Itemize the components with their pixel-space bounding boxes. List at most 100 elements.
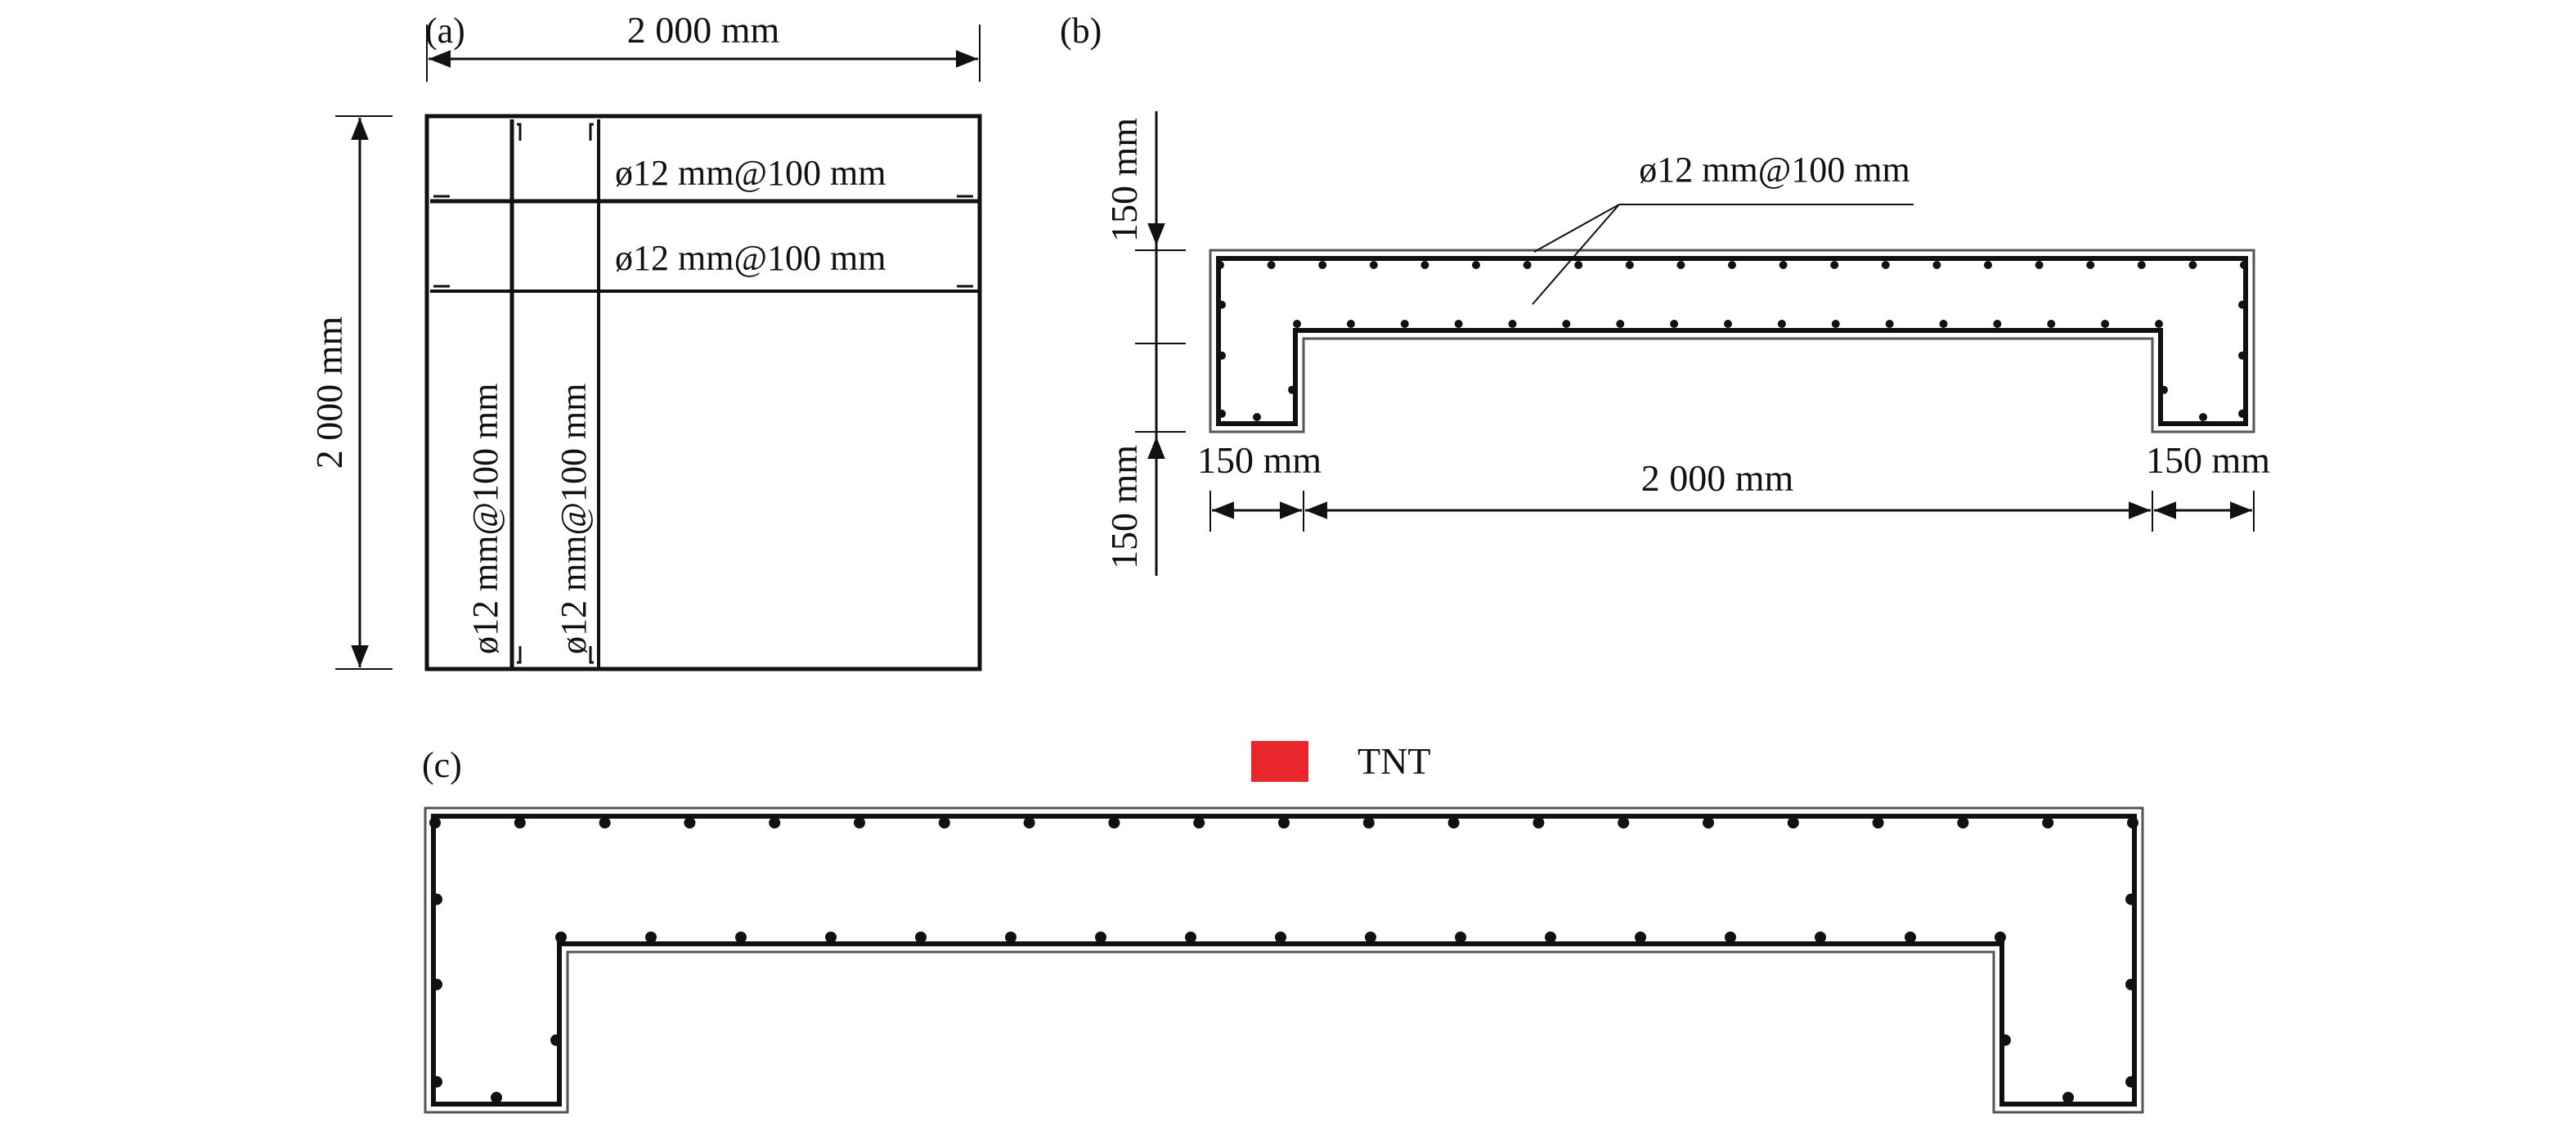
rebar-dot: [1703, 817, 1714, 828]
rebar-dot: [1562, 320, 1571, 328]
concrete-outline: [424, 806, 2144, 1114]
rebar-dot: [2127, 817, 2138, 828]
rebar-dot: [1523, 261, 1532, 269]
rebar-dot: [514, 817, 526, 828]
rebar-dot: [1993, 320, 2002, 328]
rebar-cage: [1216, 256, 2248, 426]
rebar-dot: [555, 932, 567, 943]
rebar-dot: [2240, 261, 2248, 269]
rebar-dot: [1957, 817, 1969, 828]
rebar-cage: [431, 814, 2137, 1107]
rebar-dot: [1095, 932, 1106, 943]
rebar-dot: [1318, 261, 1327, 269]
rebar-dot: [645, 932, 657, 943]
rebar-dot: [1293, 320, 1301, 328]
rebar-dot: [1574, 261, 1583, 269]
rebar-dot: [431, 978, 442, 990]
rebar-dot: [769, 817, 781, 828]
rebar-dot: [1787, 817, 1799, 828]
rebar-dot: [915, 932, 927, 943]
width-dimension: 2 000 mm: [627, 9, 780, 51]
rebar-dot: [1253, 413, 1261, 421]
rebar-note: ø12 mm@100 mm: [1639, 150, 1910, 190]
section-b: [1209, 249, 2255, 433]
rebar-dot: [431, 1075, 442, 1088]
section-c: [424, 806, 2144, 1114]
rebar-label-v2: ø12 mm@100 mm: [554, 384, 594, 654]
rebar-dot: [1830, 261, 1839, 269]
rebar-dot: [2086, 261, 2095, 269]
rebar-dot: [2155, 320, 2163, 328]
rebar-dot: [2125, 893, 2137, 905]
rebar-dot: [1625, 261, 1634, 269]
rebar-dot: [2062, 1092, 2074, 1103]
panel-b-label: (b): [1060, 11, 1102, 51]
panel-a-label: (a): [425, 11, 465, 51]
rebar-dot: [1218, 300, 1226, 309]
rebar-dot: [1724, 320, 1732, 328]
rebar-dot: [2199, 413, 2207, 421]
left-leg-width-dimension: 150 mm: [1197, 439, 1322, 481]
rebar-label-v1: ø12 mm@100 mm: [465, 384, 505, 654]
right-leg-width-dimension: 150 mm: [2146, 439, 2270, 481]
rebar-dot: [1005, 932, 1016, 943]
tnt-legend-label: TNT: [1358, 740, 1430, 782]
rebar-dot: [735, 932, 747, 943]
rebar-dot: [1984, 261, 1992, 269]
rebar-dot: [1108, 817, 1120, 828]
rebar-dot: [854, 817, 865, 828]
rebar-label-h2: ø12 mm@100 mm: [615, 238, 886, 278]
rebar-dot: [1725, 932, 1736, 943]
rebar-dot: [2125, 1075, 2137, 1088]
rebar-dot: [1932, 261, 1941, 269]
rebar-dot: [1676, 261, 1685, 269]
rebar-dot: [2238, 351, 2246, 360]
rebar-dot: [1635, 932, 1646, 943]
rebar-dot: [2042, 817, 2054, 828]
rebar-dot: [2137, 261, 2146, 269]
panel-c: (c) TNT: [422, 740, 2144, 1114]
rebar-dot: [684, 817, 696, 828]
rebar-dot: [1508, 320, 1517, 328]
tnt-legend-swatch: [1251, 741, 1308, 782]
slab-plan: [424, 114, 982, 671]
rebar-dot: [1728, 261, 1736, 269]
concrete-outline: [1209, 249, 2255, 433]
rebar-dot: [938, 817, 950, 828]
top-thickness-dimension: 150 mm: [1103, 118, 1145, 242]
leg-height-dimension: 150 mm: [1103, 445, 1145, 569]
rebar-dot: [1533, 817, 1545, 828]
rebar-dot: [2047, 320, 2056, 328]
rebar-dot: [1454, 320, 1463, 328]
panel-c-label: (c): [422, 745, 462, 785]
rebar-dot: [1420, 261, 1429, 269]
rebar-dot: [1218, 409, 1226, 418]
panel-b: (b) 150 mm 150 mm ø12 mm@100 mm 150 mm 2…: [1060, 11, 2270, 576]
rebar-dot: [2238, 409, 2246, 418]
rebar-dot: [1995, 932, 2006, 943]
rebar-dot: [1618, 817, 1630, 828]
rebar-dot: [1885, 320, 1894, 328]
rebar-dot: [1023, 817, 1035, 828]
rebar-dot: [1472, 261, 1480, 269]
rebar-dot: [1365, 932, 1376, 943]
rebar-dot: [491, 1092, 502, 1103]
rebar-dot: [2035, 261, 2044, 269]
rebar-dot: [1362, 817, 1375, 828]
rebar-dot: [1455, 932, 1466, 943]
rebar-dot: [1267, 261, 1276, 269]
rebar-dot: [1777, 320, 1786, 328]
panel-a: (a) 2 000 mm 2 000 mm ø12 mm@100 mm ø12 …: [308, 9, 982, 671]
rebar-dot: [1288, 385, 1296, 394]
rebar-label-h1: ø12 mm@100 mm: [615, 153, 886, 193]
rebar-dot: [1193, 817, 1205, 828]
rebar-dot: [2160, 385, 2168, 394]
rebar-dot: [1779, 261, 1788, 269]
height-dimension: 2 000 mm: [308, 317, 350, 469]
rebar-dot: [2125, 978, 2137, 990]
rebar-dot: [1616, 320, 1625, 328]
rebar-dot: [1831, 320, 1840, 328]
rebar-dot: [1881, 261, 1890, 269]
span-dimension: 2 000 mm: [1641, 457, 1794, 499]
